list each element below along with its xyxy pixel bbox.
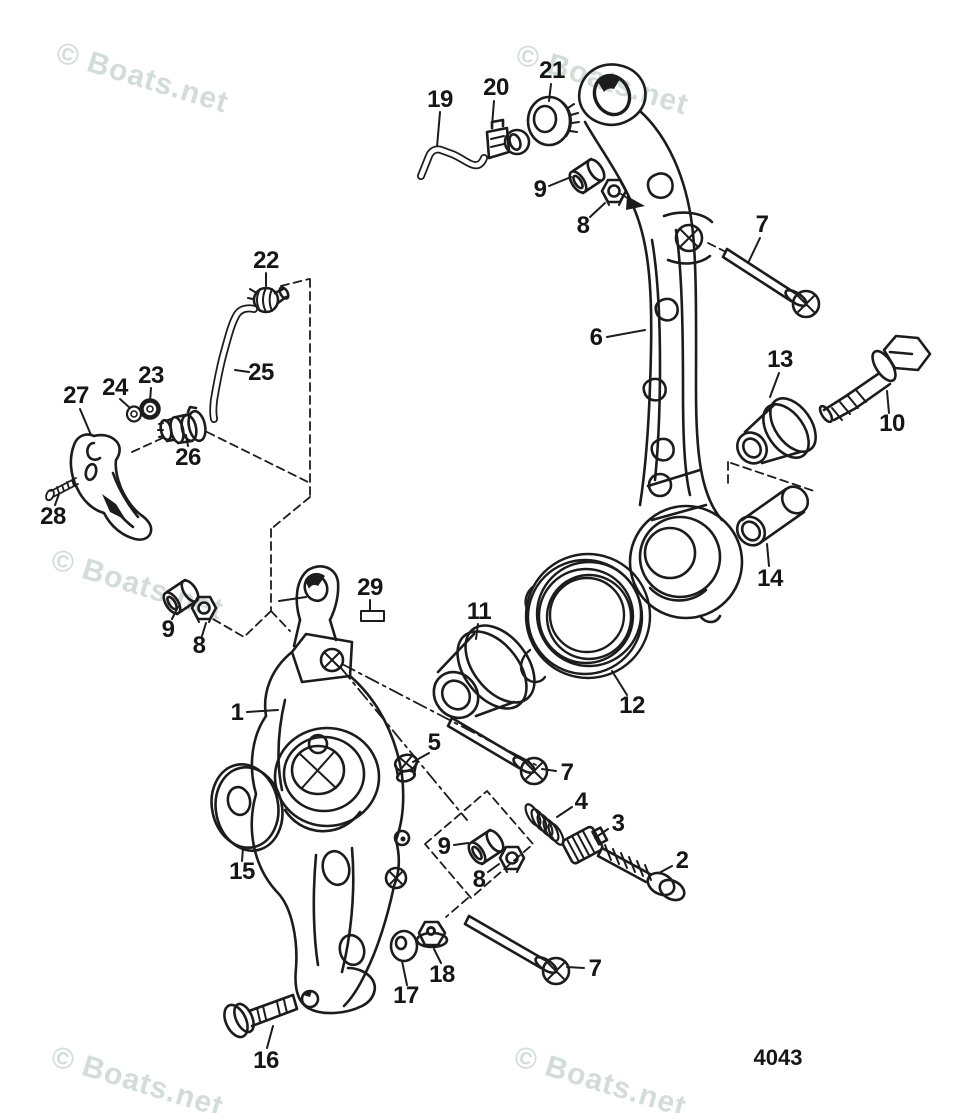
callout-29: 29 (357, 574, 383, 601)
part-10-hex-bolt (818, 334, 932, 424)
part-7-screw-middle (446, 716, 549, 786)
callout-21: 21 (539, 57, 565, 84)
callout-28: 28 (40, 503, 66, 530)
callout-18: 18 (429, 961, 455, 988)
callout-7-middle: 7 (560, 759, 574, 786)
callout-7-top: 7 (755, 211, 769, 238)
part-16-bolt (223, 993, 299, 1039)
part-28-screw (45, 477, 79, 502)
callout-9-top: 9 (533, 176, 547, 203)
callout-24: 24 (102, 374, 128, 401)
diagram-number: 4043 (753, 1045, 803, 1070)
callout-8-middle: 8 (192, 632, 206, 659)
alignment-dashed-lines (131, 193, 815, 918)
part-19-link-rod (417, 145, 488, 180)
callout-15: 15 (229, 858, 255, 885)
part-5-screw (393, 753, 419, 783)
callout-20: 20 (483, 74, 509, 101)
part-29-plate (360, 610, 385, 622)
callout-5: 5 (427, 729, 441, 756)
callout-16: 16 (253, 1047, 279, 1074)
callout-13: 13 (767, 346, 793, 373)
part-11-bushing (432, 624, 536, 720)
part-27-hook-lever (69, 433, 153, 541)
callout-27: 27 (63, 382, 89, 409)
part-26-barrel (157, 405, 207, 445)
callout-22: 22 (253, 247, 279, 274)
callout-23: 23 (138, 362, 164, 389)
part-18-flange-nut (415, 920, 449, 949)
part-8-nut-top (600, 178, 628, 206)
callout-2: 2 (675, 847, 689, 874)
part-8-nut-bottom (498, 845, 526, 873)
callout-7-bottom: 7 (588, 955, 602, 982)
callout-12: 12 (619, 692, 645, 719)
part-2-threaded-screw (596, 844, 686, 902)
part-4-spring (524, 803, 565, 846)
part-7-screw-top (721, 247, 821, 319)
callout-9-bottom: 9 (437, 833, 451, 860)
callout-17: 17 (393, 982, 419, 1009)
part-22-pin-screw (247, 286, 290, 314)
part-12-spring (519, 552, 652, 684)
part-24-washer (125, 405, 143, 423)
part-9-bushing-top (568, 157, 606, 195)
callout-8-bottom: 8 (472, 866, 486, 893)
part-25-rod (209, 304, 258, 423)
callout-3: 3 (611, 810, 625, 837)
part-20-cable-end (485, 118, 531, 160)
part-13-bushing (736, 397, 817, 465)
part-9-bushing-bottom (467, 828, 505, 866)
part-23-washer (139, 398, 161, 420)
callout-11: 11 (466, 598, 492, 625)
callout-26: 26 (175, 444, 201, 471)
part-21-grommet (526, 95, 580, 147)
callout-8-top: 8 (576, 212, 590, 239)
part-15-washer (210, 763, 284, 852)
part-14-bushing (735, 485, 810, 547)
part-17-washer (389, 929, 419, 963)
part-1-main-bracket (250, 565, 411, 1015)
callout-9-middle: 9 (161, 616, 175, 643)
callout-19: 19 (427, 86, 453, 113)
callout-4: 4 (574, 788, 588, 815)
callout-10: 10 (879, 410, 905, 437)
callout-6: 6 (589, 324, 603, 351)
part-6-lever-arm (577, 63, 744, 624)
part-7-screw-bottom (463, 914, 571, 986)
callout-1: 1 (230, 699, 244, 726)
callout-14: 14 (757, 565, 783, 592)
part-9-bushing-middle (162, 578, 200, 616)
part-8-nut-middle (190, 595, 218, 623)
part-3-knurled-adjuster (561, 825, 609, 865)
callout-25: 25 (248, 359, 274, 386)
